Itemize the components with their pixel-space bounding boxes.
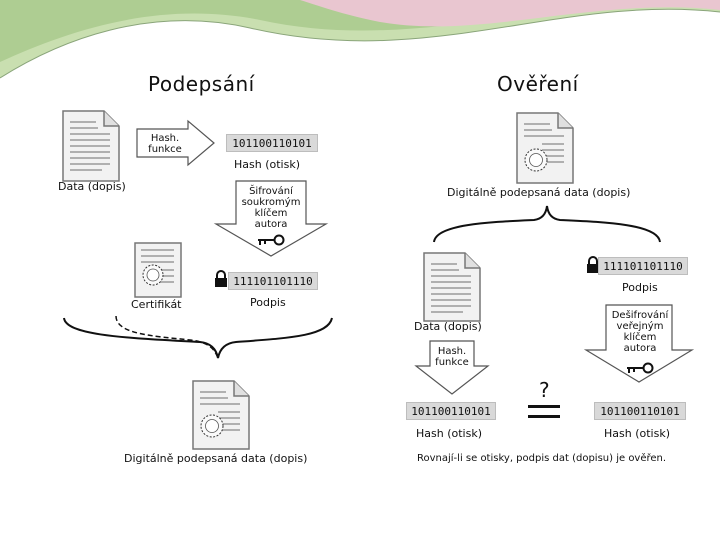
split-brace (433, 205, 661, 243)
signing-title: Podepsání (148, 72, 255, 96)
verify-hash-function-label: Hash.funkce (435, 346, 469, 368)
public-key-icon (627, 362, 654, 374)
verify-hash-left-label: Hash (otisk) (416, 427, 482, 440)
verify-hash-arrow (414, 340, 490, 395)
signature-value-box: 111101101110 (228, 272, 318, 290)
data-label: Data (dopis) (58, 180, 126, 193)
certificate-label: Certifikát (131, 298, 182, 311)
verification-title: Ověření (497, 72, 579, 96)
equals-sign (528, 405, 560, 418)
hash-label: Hash (otisk) (234, 158, 300, 171)
data-document-icon (62, 110, 120, 182)
verify-hash-left-box: 101100110101 (406, 402, 496, 420)
verify-data-document-icon (423, 252, 481, 322)
verify-hash-right-label: Hash (otisk) (604, 427, 670, 440)
verify-signed-data-label: Digitálně podepsaná data (dopis) (447, 186, 631, 199)
question-mark: ? (539, 378, 550, 402)
verify-hash-right-box: 101100110101 (594, 402, 686, 420)
verify-signature-label: Podpis (622, 281, 658, 294)
header-swoosh (0, 0, 720, 79)
verify-lock-icon (587, 256, 599, 273)
verify-signed-document-icon (516, 112, 574, 184)
hash-function-arrow (136, 119, 215, 167)
lock-icon (215, 270, 227, 287)
merge-brace (63, 315, 333, 359)
signed-data-label: Digitálně podepsaná data (dopis) (124, 452, 308, 465)
signed-document-icon (192, 380, 250, 450)
encrypt-arrow (213, 180, 329, 257)
private-key-icon (258, 234, 285, 246)
certificate-icon (134, 242, 182, 298)
verify-signature-value-box: 111101101110 (598, 257, 688, 275)
verify-data-label: Data (dopis) (414, 320, 482, 333)
verification-conclusion: Rovnají-li se otisky, podpis dat (dopisu… (417, 453, 667, 464)
signature-label: Podpis (250, 296, 286, 309)
decrypt-arrow (583, 304, 695, 383)
hash-function-label: Hash.funkce (148, 133, 182, 155)
hash-value-box: 101100110101 (226, 134, 318, 152)
